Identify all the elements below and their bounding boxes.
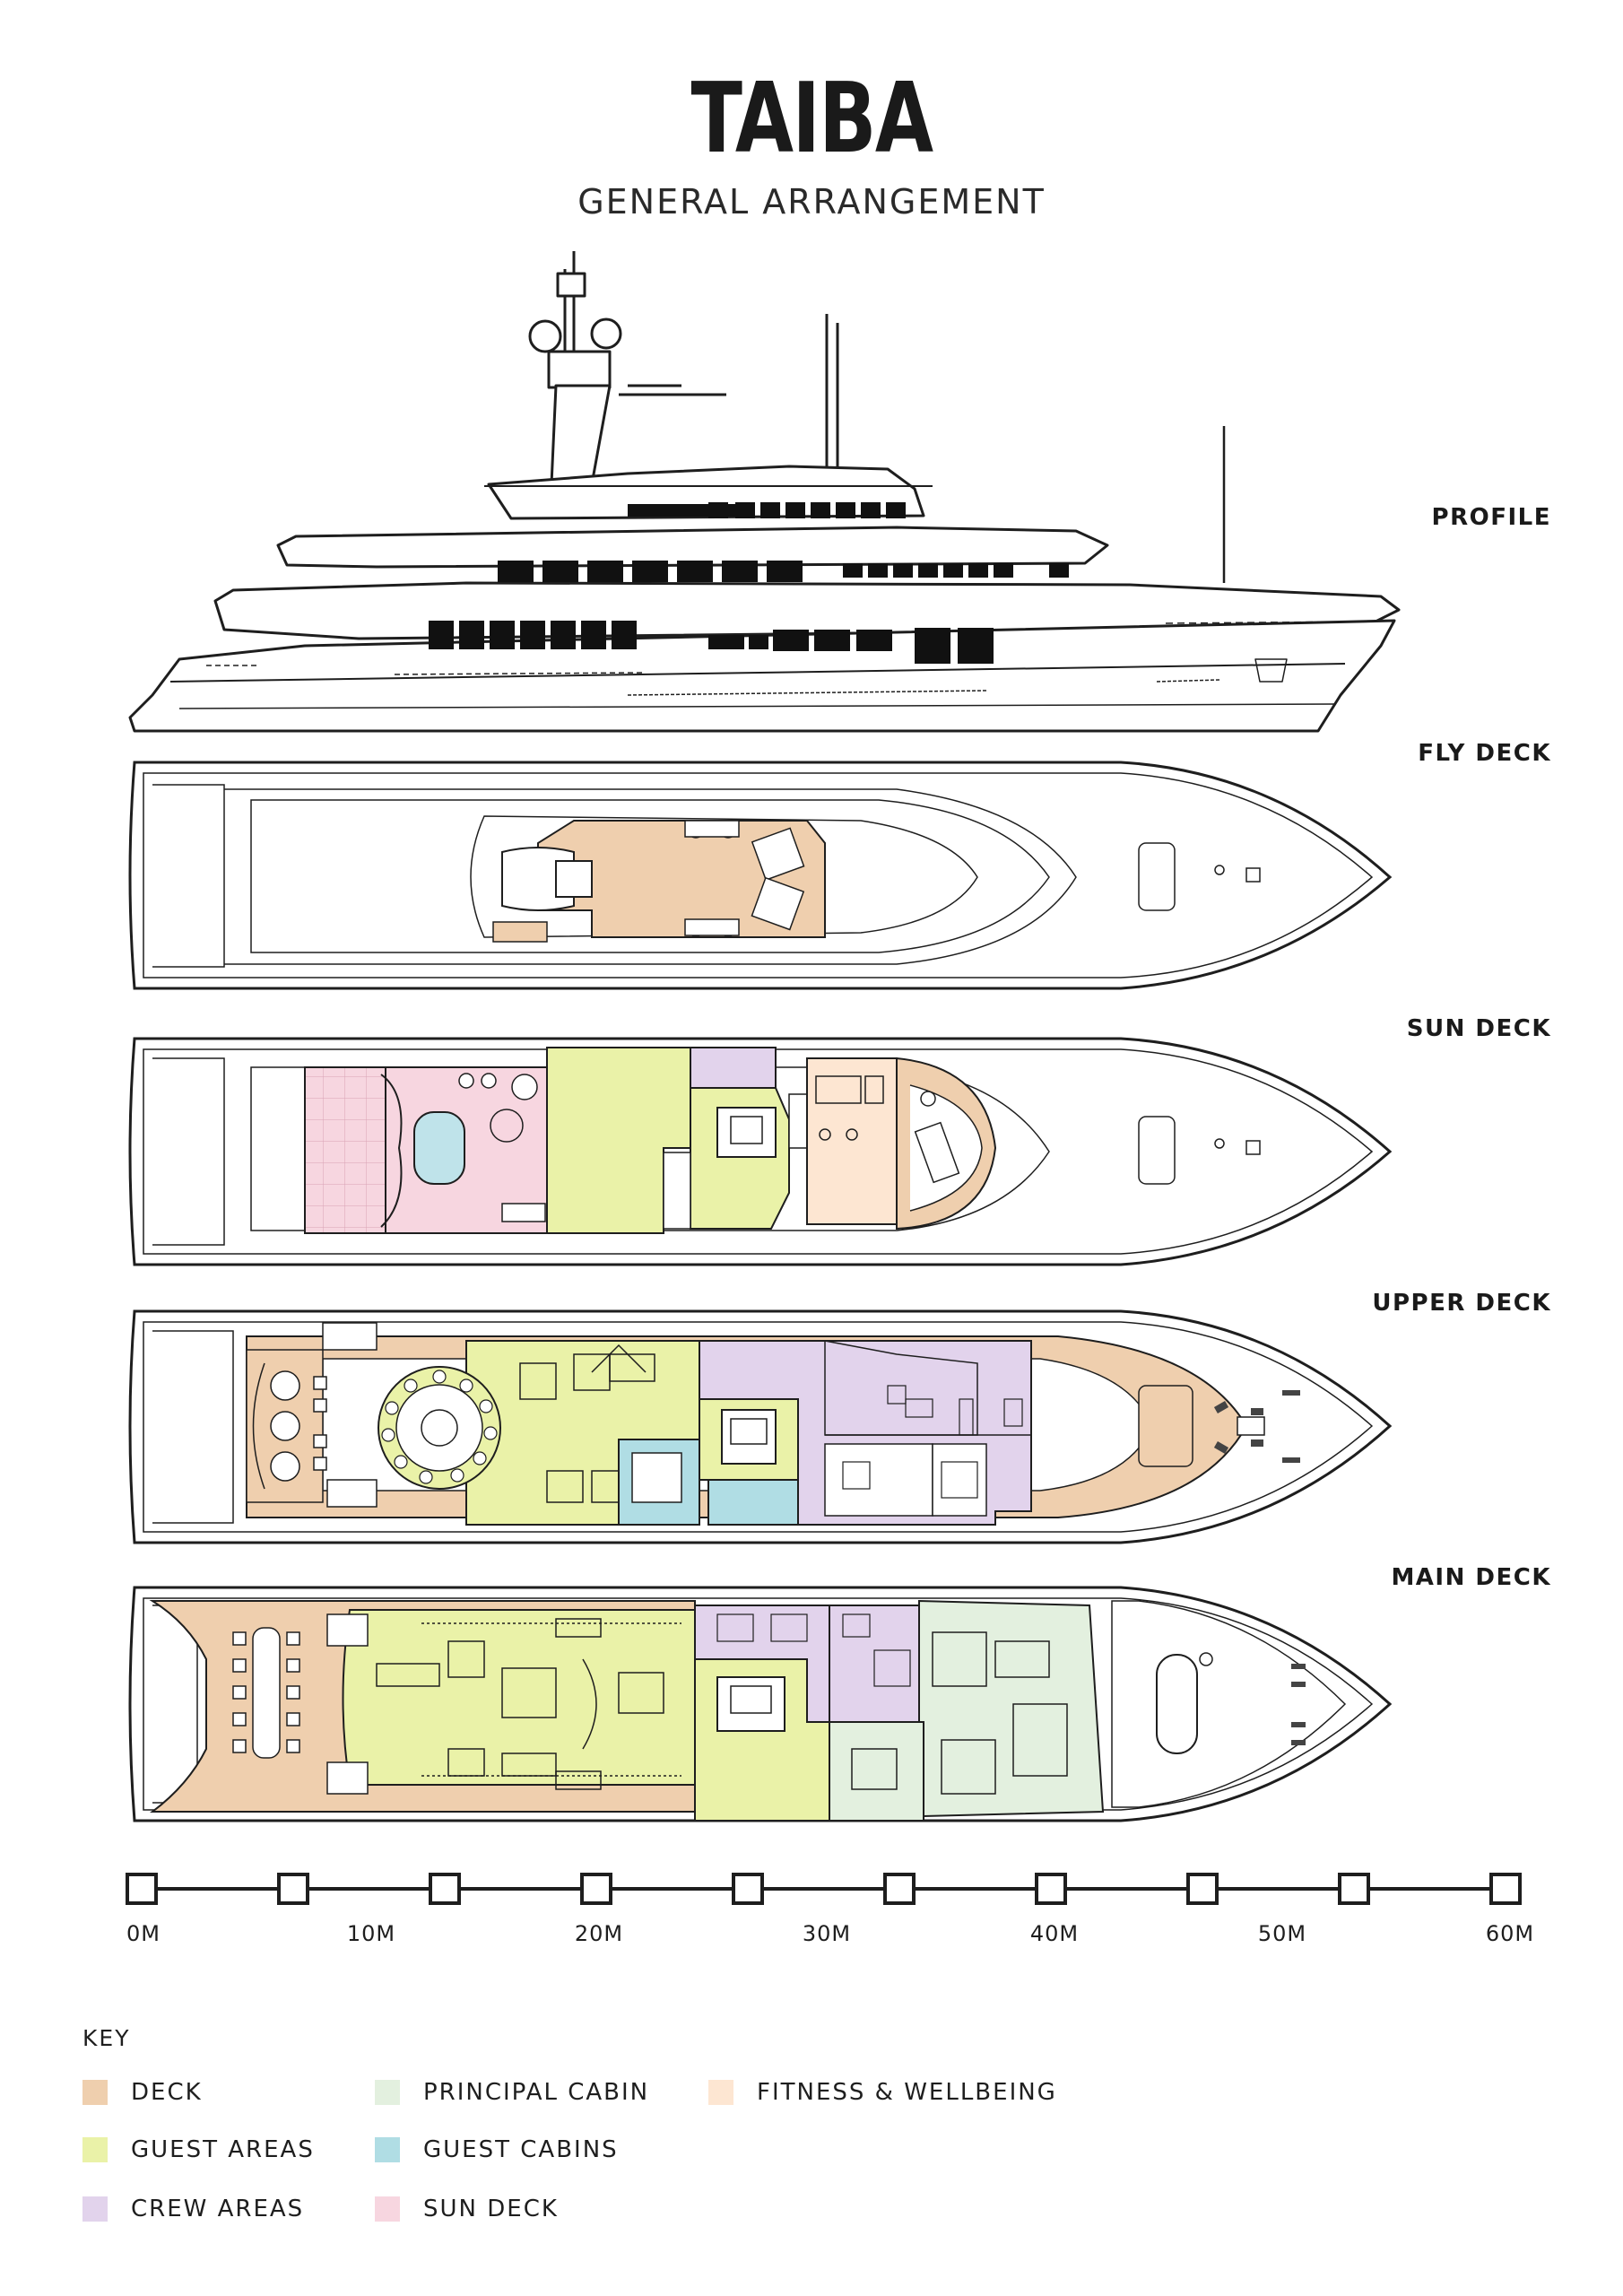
key-label: GUEST CABINS xyxy=(423,2136,619,2163)
key-swatch-deck xyxy=(82,2080,108,2105)
scale-label-10: 10M xyxy=(346,1921,396,1946)
key-label: DECK xyxy=(131,2079,203,2106)
key-item-guest-areas: GUEST AREAS xyxy=(82,2136,315,2163)
scale-label-40: 40M xyxy=(1029,1921,1080,1946)
page-title: TAIBA xyxy=(690,63,933,175)
key-swatch-guest-cabins xyxy=(375,2137,400,2162)
key-swatch-fitness-wellbeing xyxy=(708,2080,733,2105)
deck-label-fly: FLY DECK xyxy=(1418,740,1551,767)
sun-deck-plan xyxy=(128,1037,1393,1266)
key-item-crew-areas: CREW AREAS xyxy=(82,2196,304,2222)
deck-label-profile: PROFILE xyxy=(1431,504,1551,531)
key-swatch-sun-deck xyxy=(375,2196,400,2222)
key-label: PRINCIPAL CABIN xyxy=(423,2079,650,2106)
key-label: FITNESS & WELLBEING xyxy=(757,2079,1057,2106)
key-item-sun-deck: SUN DECK xyxy=(375,2196,559,2222)
key-item-deck: DECK xyxy=(82,2079,203,2106)
key-item-guest-cabins: GUEST CABINS xyxy=(375,2136,619,2163)
page-subtitle: GENERAL ARRANGEMENT xyxy=(577,182,1046,222)
scale-label-30: 30M xyxy=(802,1921,852,1946)
key-label: SUN DECK xyxy=(423,2196,559,2222)
scale-label-20: 20M xyxy=(574,1921,624,1946)
main-deck-plan xyxy=(128,1586,1393,1822)
key-swatch-crew-areas xyxy=(82,2196,108,2222)
scale-label-50: 50M xyxy=(1257,1921,1307,1946)
deck-label-main: MAIN DECK xyxy=(1391,1564,1551,1591)
scale-label-60: 60M xyxy=(1485,1921,1535,1946)
scale-bar xyxy=(126,1873,1522,1905)
deck-label-sun: SUN DECK xyxy=(1406,1015,1551,1042)
profile-view xyxy=(128,251,1401,733)
key-label: CREW AREAS xyxy=(131,2196,305,2222)
key-item-fitness-wellbeing: FITNESS & WELLBEING xyxy=(708,2079,1057,2106)
fly-deck-plan xyxy=(128,761,1393,990)
key-label: GUEST AREAS xyxy=(131,2136,315,2163)
key-swatch-guest-areas xyxy=(82,2137,108,2162)
scale-label-0: 0M xyxy=(126,1921,161,1946)
deck-label-upper: UPPER DECK xyxy=(1372,1290,1551,1317)
key-item-principal-cabin: PRINCIPAL CABIN xyxy=(375,2079,649,2106)
upper-deck-plan xyxy=(128,1309,1393,1544)
key-swatch-principal-cabin xyxy=(375,2080,400,2105)
key-title: KEY xyxy=(82,2025,131,2051)
